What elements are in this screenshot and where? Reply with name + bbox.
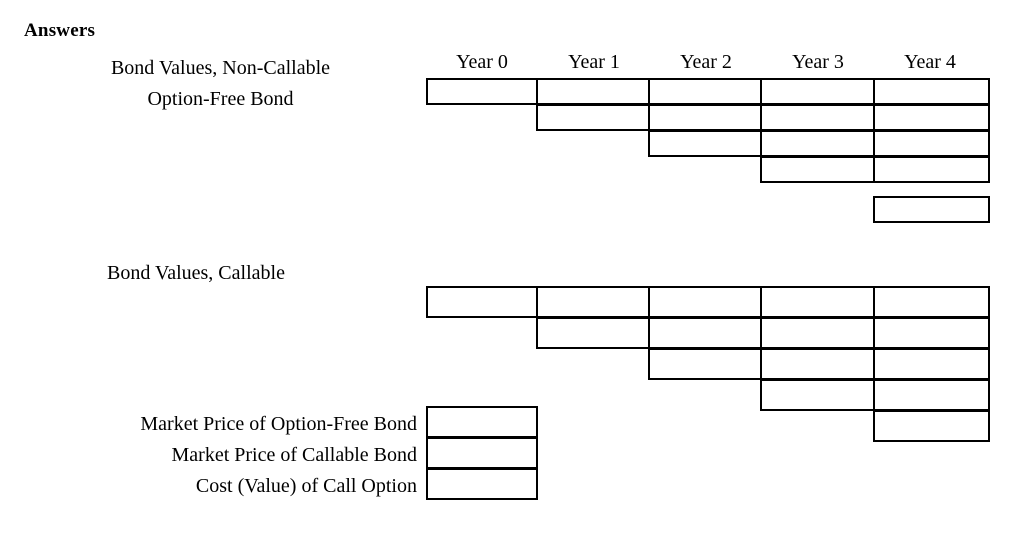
section-label-non-callable: Bond Values, Non-Callable Option-Free Bo… (82, 53, 359, 115)
cell-c-y2-r0[interactable] (648, 286, 762, 318)
cell-c-y4-r2[interactable] (873, 348, 990, 380)
cell-c-y4-r1[interactable] (873, 317, 990, 349)
cell-c-y2-r1[interactable] (648, 317, 762, 349)
cell-nc-y2-r2[interactable] (648, 130, 762, 157)
column-header-year-3: Year 3 (792, 51, 844, 73)
cell-c-y3-r2[interactable] (760, 348, 875, 380)
cell-nc-y3-r3[interactable] (760, 156, 875, 183)
cell-nc-y1-r1[interactable] (536, 104, 650, 131)
cell-nc-y4-r4[interactable] (873, 196, 990, 223)
cell-nc-y4-r1[interactable] (873, 104, 990, 131)
page-title: Answers (24, 20, 96, 41)
cell-nc-y3-r2[interactable] (760, 130, 875, 157)
section-label-non-callable-line1: Bond Values, Non-Callable (110, 57, 331, 79)
cell-nc-y3-r0[interactable] (760, 78, 875, 105)
summary-input-market-price-callable[interactable] (426, 437, 538, 469)
cell-nc-y2-r1[interactable] (648, 104, 762, 131)
summary-label-market-price-callable: Market Price of Callable Bond (171, 444, 418, 466)
cell-c-y3-r1[interactable] (760, 317, 875, 349)
cell-c-y4-r3[interactable] (873, 379, 990, 411)
cell-c-y4-r0[interactable] (873, 286, 990, 318)
cell-nc-y0-r0[interactable] (426, 78, 538, 105)
column-header-year-1: Year 1 (568, 51, 620, 73)
summary-input-cost-of-call-option[interactable] (426, 468, 538, 500)
cell-c-y0-r0[interactable] (426, 286, 538, 318)
cell-c-y1-r0[interactable] (536, 286, 650, 318)
cell-nc-y4-r3[interactable] (873, 156, 990, 183)
section-label-non-callable-line2: Option-Free Bond (147, 88, 294, 110)
section-label-callable: Bond Values, Callable (107, 262, 285, 284)
cell-nc-y3-r1[interactable] (760, 104, 875, 131)
column-header-year-0: Year 0 (456, 51, 508, 73)
summary-input-market-price-option-free[interactable] (426, 406, 538, 438)
cell-nc-y4-r0[interactable] (873, 78, 990, 105)
column-header-year-2: Year 2 (680, 51, 732, 73)
cell-nc-y2-r0[interactable] (648, 78, 762, 105)
cell-c-y3-r3[interactable] (760, 379, 875, 411)
summary-label-market-price-option-free: Market Price of Option-Free Bond (140, 413, 417, 435)
cell-c-y2-r2[interactable] (648, 348, 762, 380)
summary-label-cost-of-call-option: Cost (Value) of Call Option (195, 475, 417, 497)
cell-nc-y4-r2[interactable] (873, 130, 990, 157)
cell-c-y4-r4[interactable] (873, 410, 990, 442)
cell-c-y1-r1[interactable] (536, 317, 650, 349)
cell-nc-y1-r0[interactable] (536, 78, 650, 105)
cell-c-y3-r0[interactable] (760, 286, 875, 318)
column-header-year-4: Year 4 (904, 51, 956, 73)
